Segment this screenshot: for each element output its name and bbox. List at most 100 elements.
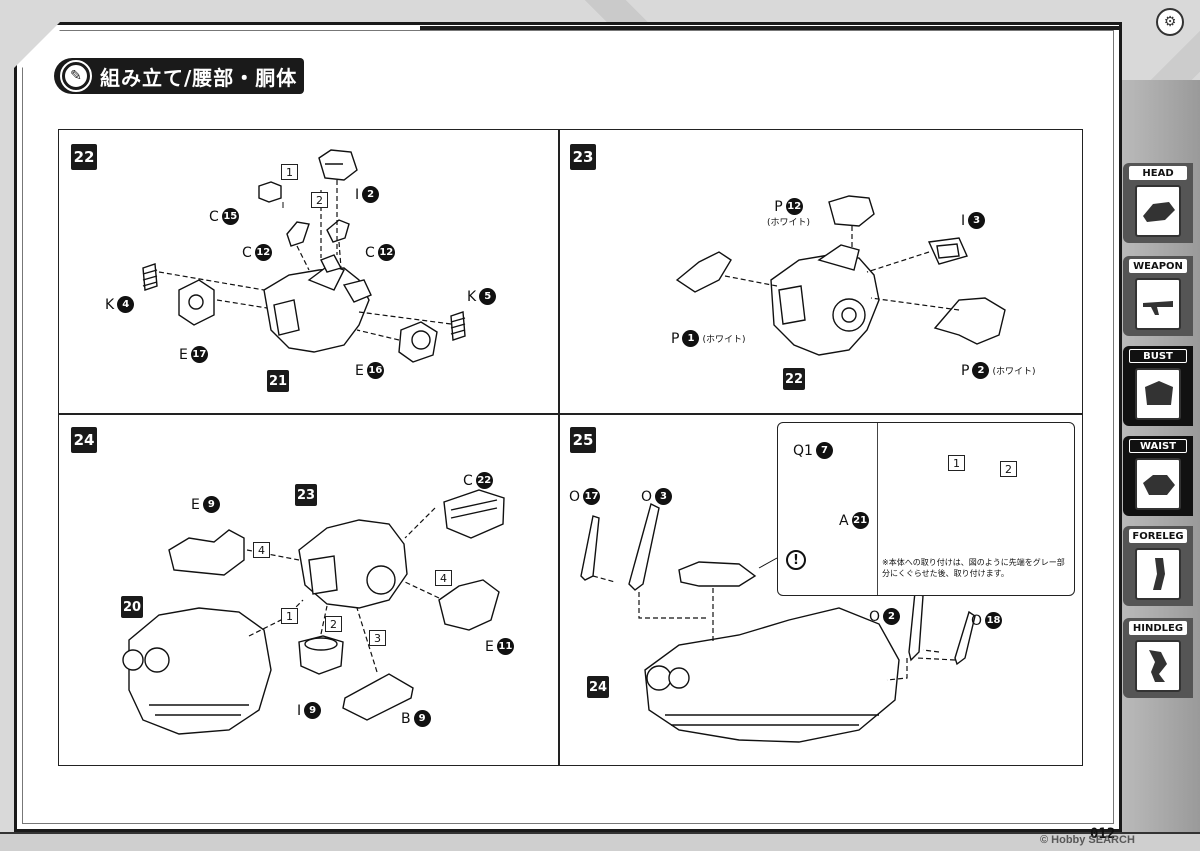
part-number: 18 [985,612,1003,629]
part-number: 7 [815,442,833,459]
wrench-icon: ✎ [60,60,92,92]
order-box: 4 [435,570,452,586]
weapon-thumbnail-icon [1135,278,1181,330]
part-letter: B [401,710,411,727]
part-letter: E [355,362,364,379]
grid-divider-horizontal [59,413,1082,415]
part-letter: C [365,244,375,261]
tab-bust[interactable]: BUST [1123,346,1193,426]
page-title: 組み立て/腰部・胴体 [100,65,298,90]
foreleg-thumbnail-icon [1135,548,1181,600]
part-letter: O [641,488,653,505]
tab-head[interactable]: HEAD [1123,163,1193,243]
hindleg-thumbnail-icon [1135,640,1181,692]
part-letter: O [869,608,881,625]
order-box: 4 [253,542,270,558]
body-badge-24: 24 [587,676,609,698]
part-number: 3 [968,212,986,229]
watermark: © Hobby SEARCH [1040,834,1135,846]
part-letter: E [179,346,188,363]
head-thumbnail-icon [1135,185,1181,237]
part-letter: I [355,186,360,203]
tab-foreleg[interactable]: FORELEG [1123,526,1193,606]
tab-weapon[interactable]: WEAPON [1123,256,1193,336]
tab-hindleg[interactable]: HINDLEG [1123,618,1193,698]
step-24-badge: 24 [71,427,97,453]
step-22-diagram [142,149,466,363]
step-23-badge: 23 [570,144,596,170]
step-23-diagram [675,195,1006,356]
step-22-badge: 22 [71,144,97,170]
part-note: (ホワイト) [767,218,811,228]
grid-divider-vertical [558,130,560,765]
part-number: 9 [304,702,322,719]
order-box: 2 [325,616,342,632]
part-note: (ホワイト) [992,367,1036,377]
part-number: 5 [479,288,497,305]
order-box: 1 [281,164,298,180]
order-box: 1 [281,608,298,624]
warning-icon: ! [786,550,806,570]
part-letter: A [839,512,849,529]
tab-label: BUST [1129,349,1187,363]
tab-label: HEAD [1129,166,1187,180]
bust-thumbnail-icon [1135,368,1181,420]
part-number: 1 [682,330,700,347]
result-badge-21: 21 [267,370,289,392]
order-box: 1 [948,455,965,471]
page-number: 012 [1090,826,1116,842]
part-number: 12 [785,198,803,215]
tab-waist[interactable]: WAIST [1123,436,1193,516]
part-number: 17 [190,346,208,363]
part-letter: E [485,638,494,655]
assembly-note: ※本体への取り付けは、図のように先端をグレー部分にくぐらせた後、取り付けます。 [882,558,1065,578]
part-number: 21 [851,512,869,529]
order-box: 2 [311,192,328,208]
section-title-bar: ✎ 組み立て/腰部・胴体 [54,58,304,94]
part-letter: K [105,296,115,313]
waist-thumbnail-icon [1135,458,1181,510]
part-letter: E [191,496,200,513]
part-number: 11 [496,638,514,655]
part-number: 2 [362,186,380,203]
part-number: 12 [254,244,272,261]
part-letter: O [569,488,581,505]
detail-divider [877,423,878,595]
part-number: 9 [202,496,220,513]
part-number: 16 [366,362,384,379]
part-number: 9 [413,710,431,727]
part-letter: P [671,330,680,347]
part-letter: C [209,208,219,225]
part-letter: I [961,212,966,229]
part-number: 2 [972,362,990,379]
part-letter: I [297,702,302,719]
settings-gear-icon: ⚙ [1156,8,1184,36]
part-letter: P [961,362,970,379]
part-number: 2 [883,608,901,625]
part-number: 17 [583,488,601,505]
part-number: 12 [377,244,395,261]
footer-bar [0,832,1200,851]
body-badge-20: 20 [121,596,143,618]
step-24-diagram [122,489,505,735]
part-letter: O [971,612,983,629]
